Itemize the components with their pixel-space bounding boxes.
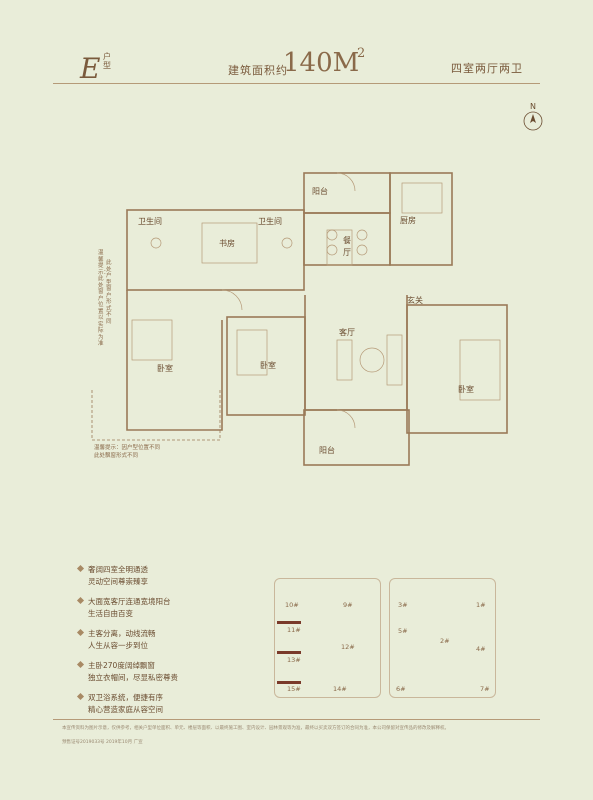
header-divider [53,83,540,84]
feature-item: 主卧270度阔绰飘窗 独立衣帽间，尽显私密尊贵 [76,660,178,684]
building-label: 12# [341,643,355,651]
floor-plan: 卫生间 书房 卫生间 阳台 餐厅 厨房 玄关 客厅 卧室 卧室 卧室 阳台 温馨… [82,165,522,470]
feature-item: 双卫浴系统，便捷有序 精心营造家庭从容空间 [76,692,163,716]
note-left-a: 温馨提示：此处窗户位置 以实际为准 [98,250,110,347]
feature-line2: 生活自由百变 [88,609,133,618]
feature-item: 主客分离，动线流畅 人生从容一步到位 [76,628,156,652]
room-label-balcony-bottom: 阳台 [319,446,335,455]
room-label-living: 客厅 [339,328,355,337]
current-building-marker [277,651,301,654]
diamond-bullet-icon [76,692,85,701]
diamond-bullet-icon [76,564,85,573]
room-label-bedroom-left: 卧室 [157,364,173,373]
room-label-bedroom-mid: 卧室 [260,361,276,370]
unit-type-letter: E [80,52,101,85]
room-label-bedroom-right: 卧室 [458,385,474,394]
record-text: 预售证号2019033号 2019年10月 广宣 [62,740,143,745]
room-label-balcony-top: 阳台 [312,187,328,196]
room-label-dining: 餐厅 [343,236,351,257]
current-building-marker [277,621,301,624]
footer-divider [53,719,540,720]
building-label: 5# [398,627,408,635]
room-label-bath-left: 卫生间 [138,217,162,226]
unit-type-suffix: 户型 [103,52,111,70]
building-label: 2# [440,637,450,645]
building-label: 10# [285,601,299,609]
site-plan-left: 10# 9# 11# 12# 13# 15# 14# [274,578,381,698]
building-label: 1# [476,601,486,609]
building-label: 6# [396,685,406,693]
feature-line2: 精心营造家庭从容空间 [88,705,163,714]
site-plan-right: 3# 1# 5# 2# 4# 6# 7# [389,578,496,698]
diamond-bullet-icon [76,596,85,605]
note-bottom-a: 温馨提示：因户型位置不同 [94,445,161,451]
feature-line1: 奢阔四室全明通透 [88,565,148,574]
note-bottom-b: 此处飘窗形式不同 [94,453,139,459]
feature-line2: 灵动空间尊崇臻享 [88,577,148,586]
area-label: 建筑面积约 [228,64,288,77]
building-label: 14# [333,685,347,693]
room-label-kitchen: 厨房 [400,216,416,225]
room-label-study: 书房 [219,239,235,248]
feature-line1: 大面宽客厅连通宽境阳台 [88,597,171,606]
feature-item: 大面宽客厅连通宽境阳台 生活自由百变 [76,596,171,620]
building-label: 15# [287,685,301,693]
feature-line2: 人生从容一步到位 [88,641,148,650]
diamond-bullet-icon [76,628,85,637]
area-value: 140M [283,48,360,78]
compass-north-label: N [530,102,536,111]
building-label: 9# [343,601,353,609]
building-label: 11# [287,626,301,634]
room-label-bath-mid: 卫生间 [258,217,282,226]
building-label: 7# [480,685,490,693]
current-building-marker [277,681,301,684]
room-label-entrance: 玄关 [407,296,423,305]
diamond-bullet-icon [76,660,85,669]
feature-line2: 独立衣帽间，尽显私密尊贵 [88,673,178,682]
feature-line1: 双卫浴系统，便捷有序 [88,693,163,702]
building-label: 4# [476,645,486,653]
layout-label: 四室两厅两卫 [451,62,523,75]
feature-line1: 主卧270度阔绰飘窗 [88,661,155,670]
area-unit-sup: 2 [357,46,366,61]
disclaimer-text: 本宣传资料为图片示意，仅供参考，相关户型单位面积、单元、楼层等面积、以最终施工图… [62,726,449,731]
feature-line1: 主客分离，动线流畅 [88,629,156,638]
feature-item: 奢阔四室全明通透 灵动空间尊崇臻享 [76,564,148,588]
note-left-b: 此处户型窗户形式不同 [106,260,112,325]
building-label: 13# [287,656,301,664]
building-label: 3# [398,601,408,609]
compass-icon: N [520,102,546,134]
